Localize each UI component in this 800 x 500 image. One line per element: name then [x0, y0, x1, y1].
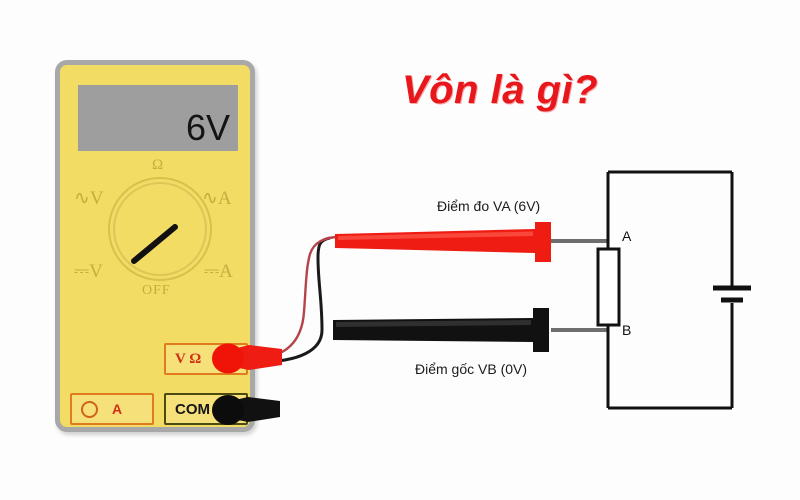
- dial-label-dc-amps: ⎓A: [204, 261, 233, 282]
- dial-pointer-icon: [131, 224, 178, 264]
- dial-outer-ring: [108, 177, 212, 281]
- node-label-b: B: [622, 322, 632, 338]
- red-probe: [335, 222, 608, 262]
- red-plug: [212, 343, 282, 374]
- red-lead-wire: [249, 235, 337, 362]
- label-reference-point: Điểm gốc VB (0V): [415, 361, 528, 377]
- display-reading: 6V: [185, 107, 230, 148]
- dial-label-ohm: Ω: [152, 157, 164, 173]
- multimeter-display: 6V: [78, 85, 238, 151]
- label-measure-point: Điểm đo VA (6V): [437, 198, 541, 214]
- dial-label-ac-volts: ∿V: [74, 188, 104, 209]
- dial-inner-ring: [113, 182, 207, 276]
- dial-label-dc-volts: ⎓V: [74, 261, 103, 282]
- jack-amp-label: A: [112, 401, 123, 417]
- jack-v-ohm-label: V Ω: [175, 350, 202, 367]
- black-plug: [212, 395, 280, 425]
- resistor-symbol: [596, 247, 621, 327]
- jack-com-label: COM: [175, 400, 210, 418]
- black-probe: [333, 308, 608, 352]
- jack-amp-circle-icon: [81, 400, 98, 418]
- node-label-a: A: [622, 228, 632, 244]
- multimeter: 6V Ω ∿V ∿A ⎓V ⎓A OFF V Ω COM A: [55, 60, 255, 432]
- circuit: [606, 170, 734, 410]
- dial-label-off: OFF: [142, 283, 171, 298]
- black-lead-wire: [257, 236, 331, 364]
- page-title: Vôn là gì?: [401, 68, 599, 112]
- jack-amp[interactable]: A: [70, 393, 154, 425]
- rotary-dial[interactable]: Ω ∿V ∿A ⎓V ⎓A OFF: [72, 157, 248, 315]
- dial-label-ac-amps: ∿A: [202, 188, 232, 209]
- battery-symbol: [713, 285, 751, 303]
